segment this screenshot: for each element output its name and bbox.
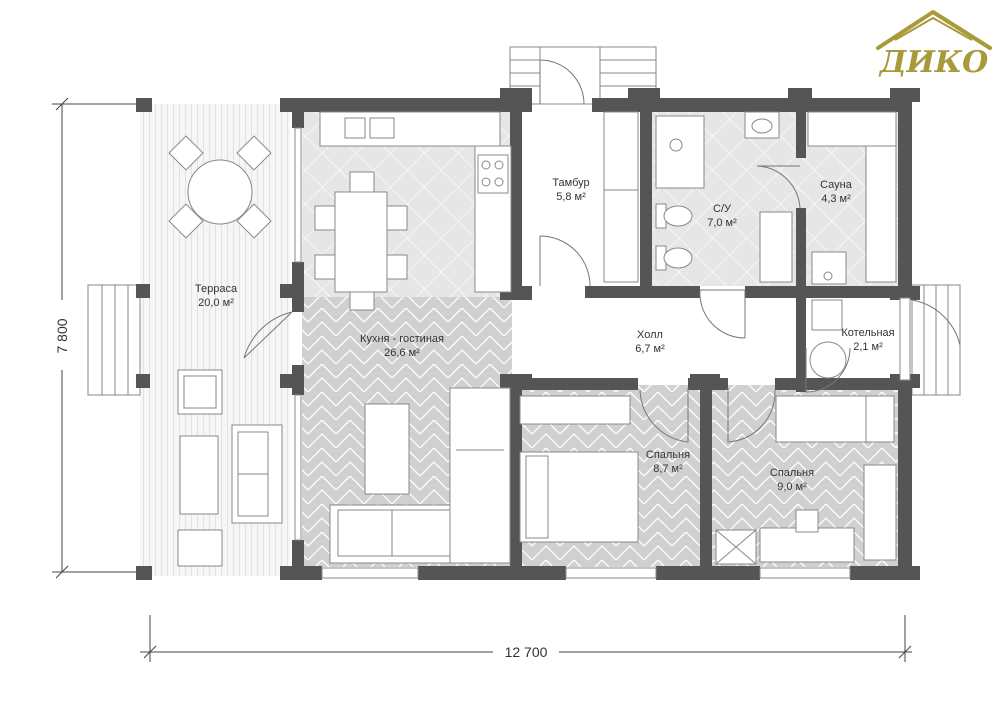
height-dimension: 7 800 [54,318,70,353]
bathroom-name: С/У [713,203,732,215]
room-labels: Терраса 20,0 м² Кухня - гостиная 26,6 м²… [195,177,895,493]
walls [136,88,920,580]
hall-area: 6,7 м² [635,343,665,355]
bedroom1-name: Спальня [646,449,690,461]
boiler-area: 2,1 м² [853,341,883,353]
bathroom-area: 7,0 м² [707,217,737,229]
width-dimension: 12 700 [505,644,548,660]
kitchen-area: 26,6 м² [384,347,420,359]
bedroom2-area: 9,0 м² [777,481,807,493]
bedroom2-name: Спальня [770,467,814,479]
vestibule-name: Тамбур [552,177,589,189]
logo-text: ДИКО [878,45,988,80]
vestibule-area: 5,8 м² [556,191,586,203]
terrace-steps [87,284,141,396]
terrace-area: 20,0 м² [198,297,234,309]
windows [294,127,911,579]
furniture [168,111,897,567]
sauna-area: 4,3 м² [821,193,851,205]
doors [243,59,961,443]
bedroom1-area: 8,7 м² [653,463,683,475]
terrace-name: Терраса [195,283,238,295]
sauna-name: Сауна [820,179,853,191]
kitchen-name: Кухня - гостиная [360,333,444,345]
hall-name: Холл [637,329,663,341]
boiler-name: Котельная [841,327,894,339]
company-logo: ДИКО [876,10,992,80]
